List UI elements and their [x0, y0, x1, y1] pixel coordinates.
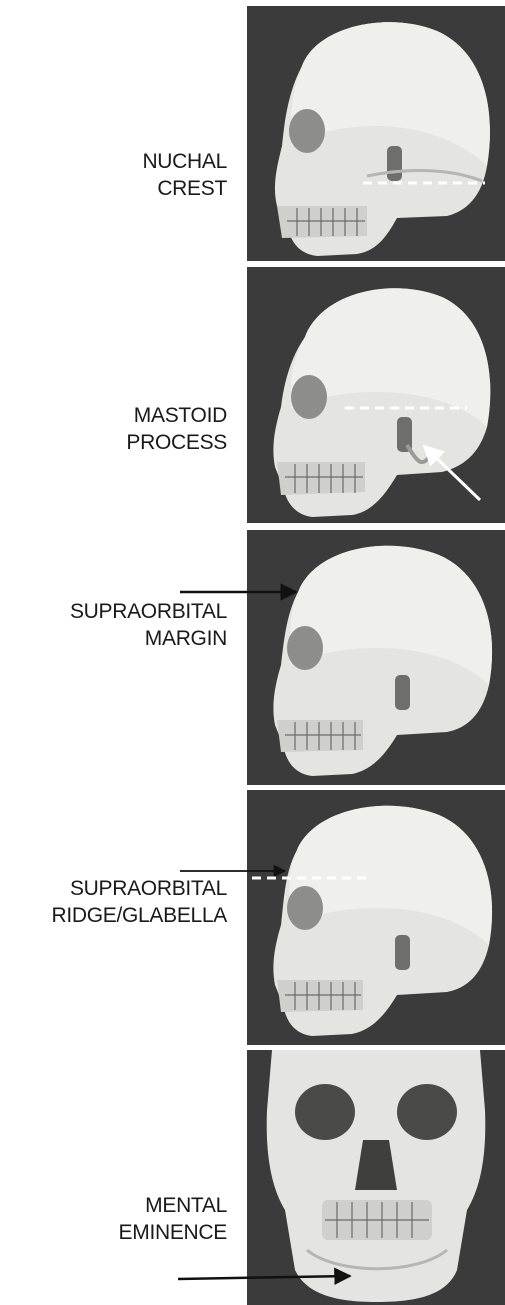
- label-line: RIDGE/GLABELLA: [51, 902, 227, 929]
- label-line: NUCHAL: [142, 148, 227, 175]
- skull-photo-lateral: [247, 530, 505, 785]
- label-line: MENTAL: [119, 1192, 227, 1219]
- label-line: CREST: [142, 175, 227, 202]
- label-supraorbital-ridge-glabella: SUPRAORBITAL RIDGE/GLABELLA: [51, 875, 227, 929]
- skull-photo-frontal: [247, 1050, 505, 1305]
- panel-mental-eminence: MENTAL EMINENCE: [0, 1050, 505, 1305]
- label-supraorbital-margin: SUPRAORBITAL MARGIN: [70, 598, 227, 652]
- panel-supraorbital-margin: SUPRAORBITAL MARGIN: [0, 530, 505, 785]
- label-line: SUPRAORBITAL: [70, 598, 227, 625]
- panel-nuchal-crest: NUCHAL CREST: [0, 0, 505, 262]
- label-line: PROCESS: [126, 429, 227, 456]
- panel-mastoid-process: MASTOID PROCESS: [0, 265, 505, 527]
- label-line: MARGIN: [70, 625, 227, 652]
- panel-supraorbital-ridge-glabella: SUPRAORBITAL RIDGE/GLABELLA: [0, 790, 505, 1045]
- label-mastoid-process: MASTOID PROCESS: [126, 402, 227, 456]
- label-nuchal-crest: NUCHAL CREST: [142, 148, 227, 202]
- skull-photo-lateral: [247, 790, 505, 1045]
- label-line: SUPRAORBITAL: [51, 875, 227, 902]
- label-line: MASTOID: [126, 402, 227, 429]
- label-line: EMINENCE: [119, 1219, 227, 1246]
- label-mental-eminence: MENTAL EMINENCE: [119, 1192, 227, 1246]
- skull-photo-lateral: [247, 267, 505, 523]
- skull-photo-lateral: [247, 6, 505, 261]
